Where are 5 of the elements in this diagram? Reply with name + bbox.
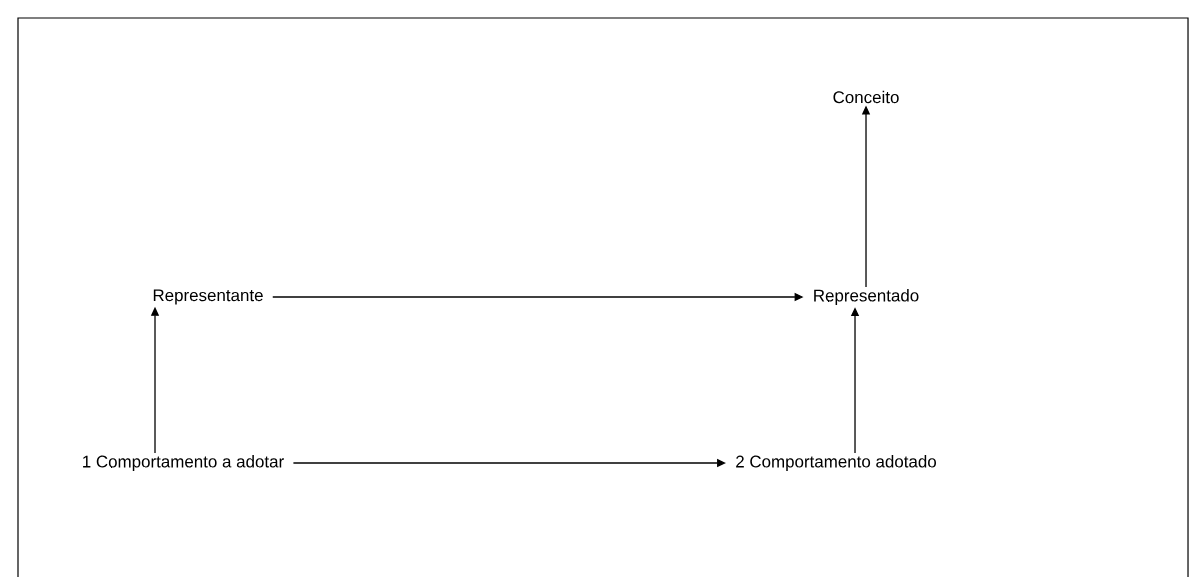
node-label: Conceito <box>833 90 899 104</box>
node-label: 2 Comportamento adotado <box>736 455 936 471</box>
node-label: Representado <box>814 289 919 305</box>
node-label: 1 Comportamento a adotar <box>83 455 284 471</box>
node-label: Representante <box>153 289 263 305</box>
